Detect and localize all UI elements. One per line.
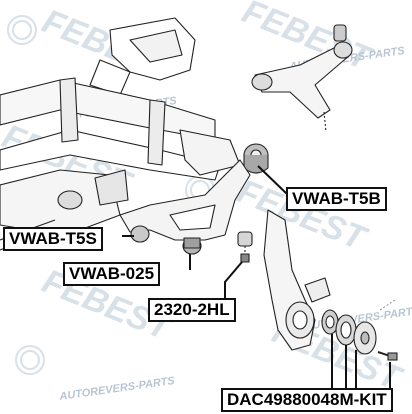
callout-ball-joint-2320-2hl: 2320-2HL: [148, 298, 236, 322]
lower-control-arm: [119, 159, 253, 263]
brand-watermark-mid-right: FEBEST: [232, 172, 374, 259]
site-watermark-3: AUTOREVERS-PARTS: [58, 375, 176, 403]
steering-knuckle: [263, 209, 331, 351]
bushing-vwab-t5b: [243, 143, 269, 174]
upper-control-arm: [251, 24, 353, 133]
callout-vwab-025: VWAB-025: [63, 262, 161, 286]
brand-ring-logo-top: [7, 15, 37, 45]
hub-bearing-kit: [321, 299, 398, 361]
callout-hub-kit-dac49880048m: DAC49880048M-KIT: [221, 388, 393, 412]
vehicle-body-subframe: [0, 17, 241, 251]
brand-ring-logo-bottom: [15, 345, 45, 375]
callout-vwab-t5b: VWAB-T5B: [286, 187, 387, 211]
callout-vwab-t5s: VWAB-T5S: [3, 227, 103, 251]
